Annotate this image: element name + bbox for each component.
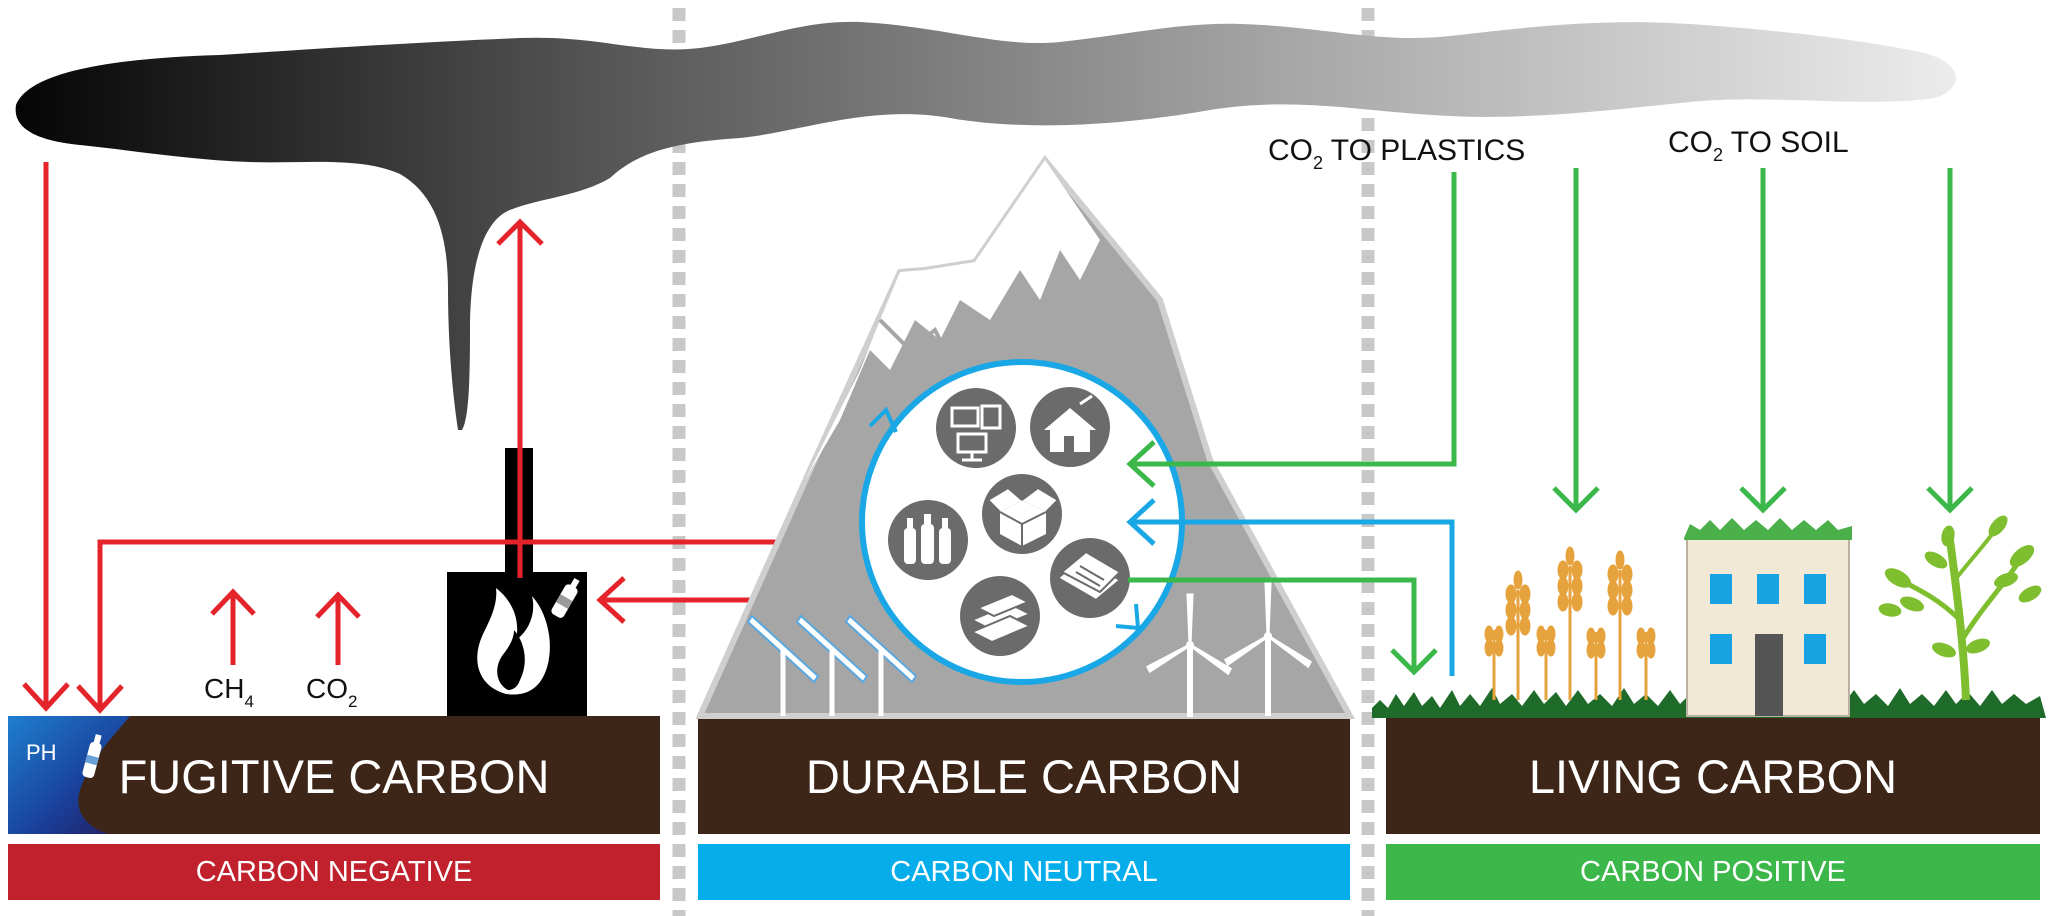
living-carbon-title: LIVING CARBON (1529, 750, 1897, 803)
living-ground (1386, 716, 2040, 834)
co2-to-soil-label: CO2 TO SOIL (1668, 126, 1849, 165)
fugitive-carbon-title: FUGITIVE CARBON (119, 750, 550, 803)
carbon-neutral-badge (698, 844, 1350, 900)
ocean-label: PH (26, 740, 57, 765)
carbon-neutral-label: CARBON NEUTRAL (890, 856, 1158, 888)
durable-ground (698, 716, 1350, 834)
wheat-icon (1484, 546, 1656, 700)
gas-emissions (210, 588, 361, 665)
smoke-plume-icon (15, 21, 1956, 431)
solar-panel-icon (746, 614, 918, 716)
red-arrows (22, 162, 895, 714)
electronics-icon (936, 388, 1016, 468)
co2-to-plastics-label: CO2 TO PLASTICS (1268, 134, 1525, 173)
plant-icon (1878, 515, 2042, 701)
dividers (672, 8, 1375, 916)
wind-turbine-icon (1146, 582, 1312, 717)
blue-arrow (1126, 498, 1455, 676)
chimney-fire-icon (447, 448, 587, 716)
carbon-positive-badge (1386, 844, 2040, 900)
carbon-positive-label: CARBON POSITIVE (1580, 856, 1846, 888)
bottle-icon (82, 734, 102, 779)
ch4-label: CH4 (204, 673, 254, 711)
carbon-negative-badge (8, 844, 660, 900)
carbon-negative-label: CARBON NEGATIVE (196, 856, 473, 888)
green-arrows (1126, 168, 1974, 676)
co2-label: CO2 (306, 673, 357, 711)
durable-carbon-title: DURABLE CARBON (806, 750, 1242, 803)
paper-icon (1050, 538, 1130, 618)
box-icon (982, 474, 1062, 554)
bottles-icon (888, 500, 968, 580)
house-icon (1030, 387, 1110, 467)
fugitive-ground (8, 716, 660, 834)
green-roof-building-icon (1684, 518, 1852, 717)
lumber-icon (960, 576, 1040, 656)
